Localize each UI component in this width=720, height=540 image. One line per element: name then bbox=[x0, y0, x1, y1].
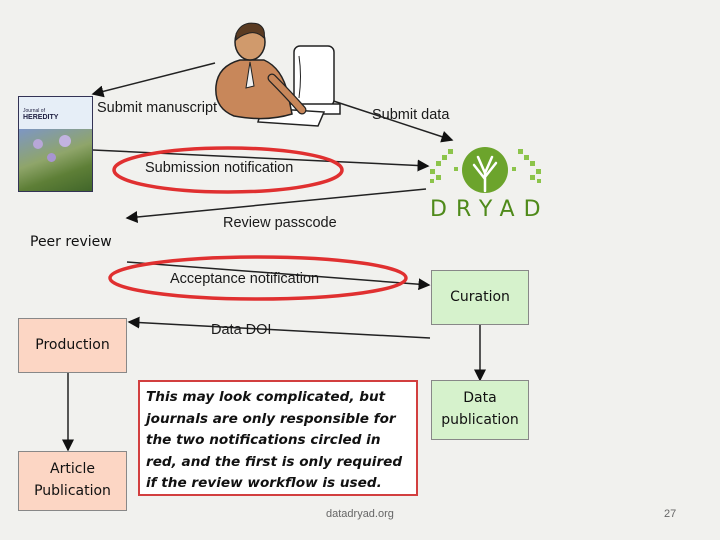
dryad-tree-icon bbox=[430, 147, 541, 193]
label-submit-manuscript: Submit manuscript bbox=[97, 100, 218, 116]
arrow-data-doi bbox=[127, 316, 431, 339]
label-data-doi: Data DOI bbox=[211, 322, 272, 338]
page-number: 27 bbox=[664, 508, 677, 520]
arrow-acceptance-notification bbox=[126, 261, 431, 291]
label-review-passcode: Review passcode bbox=[223, 215, 337, 231]
label-acceptance-notification: Acceptance notification bbox=[170, 271, 320, 287]
label-submit-data: Submit data bbox=[372, 107, 450, 123]
dryad-logo: DRYAD bbox=[426, 147, 550, 222]
journal-cover: Journal of HEREDITY bbox=[18, 96, 93, 192]
label-submission-notification: Submission notification bbox=[145, 160, 294, 176]
highlight-circle-acceptance bbox=[108, 255, 408, 301]
production-box: Production bbox=[18, 318, 127, 373]
dryad-logo-text: DRYAD bbox=[430, 197, 550, 222]
arrow-review-passcode bbox=[125, 188, 427, 223]
explanation-note: This may look complicated, but journals … bbox=[138, 380, 418, 496]
journal-cover-title: HEREDITY bbox=[23, 114, 59, 121]
data-publication-box: Data publication bbox=[431, 380, 529, 440]
article-publication-box: Article Publication bbox=[18, 451, 127, 511]
peer-review-label: Peer review bbox=[30, 234, 112, 251]
highlight-circle-submission bbox=[112, 146, 344, 194]
footer-url: datadryad.org bbox=[326, 508, 394, 520]
curation-box: Curation bbox=[431, 270, 529, 325]
arrow-submit-manuscript bbox=[91, 62, 216, 98]
person-at-computer-icon bbox=[215, 22, 341, 127]
journal-cover-line1: Journal of bbox=[23, 108, 45, 114]
